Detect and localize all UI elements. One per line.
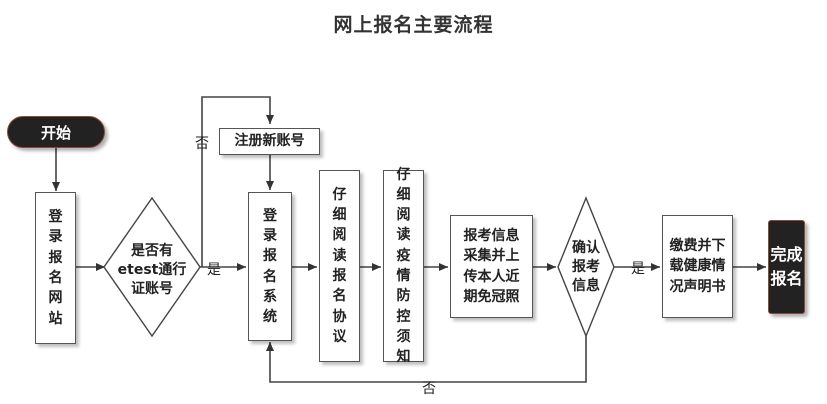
finish-node: 完成报名 xyxy=(768,220,805,314)
edge-decision-no xyxy=(201,96,274,267)
read-notice-node: 仔细阅读疫情防控须知 xyxy=(383,167,424,365)
login-system-node: 登录报名系统 xyxy=(248,192,292,341)
start-label: 开始 xyxy=(40,123,71,142)
login-system-label: 登录报名系统 xyxy=(263,207,277,326)
pay-label: 缴费并下载健康情况声明书 xyxy=(669,238,726,295)
yes-confirm-label: 是 xyxy=(631,261,645,277)
login-site-label: 登录报名网站 xyxy=(48,209,63,327)
photo-upload-node: 报考信息采集并上传本人近期免冠照 xyxy=(450,215,533,318)
photo-upload-label: 报考信息采集并上传本人近期免冠照 xyxy=(463,227,520,305)
login-site-node: 登录报名网站 xyxy=(35,192,76,344)
has-account-label: 是否有etest通行证账号 xyxy=(117,243,187,297)
start-node: 开始 xyxy=(7,116,105,148)
no-confirm-label: 否 xyxy=(422,381,436,397)
edge-confirm-no xyxy=(266,336,587,383)
register-label: 注册新账号 xyxy=(234,133,305,150)
no-account-label: 否 xyxy=(195,136,209,152)
finish-label: 完成报名 xyxy=(770,245,803,288)
confirm-label: 确认报考信息 xyxy=(572,240,600,294)
pay-node: 缴费并下载健康情况声明书 xyxy=(662,215,733,318)
diagram-title: 网上报名主要流程 xyxy=(333,14,494,36)
decision-has-account-shape xyxy=(103,196,201,338)
decision-confirm-shape xyxy=(557,196,615,338)
read-agreement-label: 仔细阅读报名协议 xyxy=(332,186,347,345)
register-node: 注册新账号 xyxy=(219,128,320,155)
yes-account-label: 是 xyxy=(207,262,221,278)
read-agreement-node: 仔细阅读报名协议 xyxy=(319,170,360,362)
read-notice-label: 仔细阅读疫情防控须知 xyxy=(396,166,411,366)
